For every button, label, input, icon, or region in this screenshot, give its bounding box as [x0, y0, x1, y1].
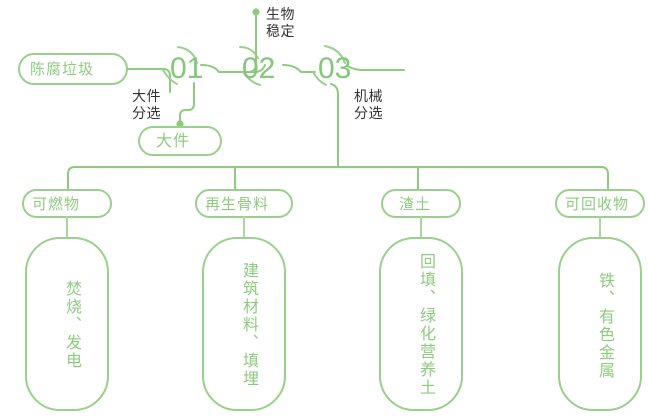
connector-01-to-bulky: [179, 82, 195, 124]
detail-box-outline-2: [379, 237, 463, 411]
detail-box-outline-0: [25, 237, 109, 411]
connector-03-right-tail: [346, 65, 405, 71]
detail-text-0: 焚烧、发电: [63, 280, 80, 370]
output-pill-label-1: 再生骨料: [205, 196, 270, 213]
bulky-output-pill-label: 大件: [156, 133, 191, 150]
connector-source-to-01: [126, 68, 171, 93]
arc-01-bottom-left: [162, 69, 178, 85]
connector-02-to-bio: [247, 13, 257, 73]
output-pill-label-2: 渣土: [399, 196, 432, 213]
stage-number-03: 03: [318, 52, 352, 85]
stage-annotation-01: 大件 分选: [132, 88, 161, 121]
detail-box-outline-1: [202, 237, 286, 411]
detail-box-outline-3: [558, 237, 642, 411]
arc-03-bottom-left: [312, 71, 327, 86]
arc-02-bottom: [242, 71, 261, 86]
detail-text-3: 铁、有色金属: [596, 271, 613, 380]
arc-01-top: [177, 46, 198, 64]
bio-branch-dot: [252, 8, 260, 16]
stage-annotation-02: 生物 稳定: [266, 6, 295, 39]
output-pill-label-0: 可燃物: [32, 196, 81, 213]
stage-annotation-03: 机械 分选: [354, 88, 383, 121]
arc-03-top: [324, 45, 346, 64]
connector-03-to-bus: [330, 83, 339, 168]
stage-number-02: 02: [242, 52, 276, 85]
bulky-pill-outline: [138, 126, 222, 156]
connector-01-to-02: [200, 64, 266, 73]
bulky-branch-dot: [176, 120, 184, 128]
output-pill-label-3: 可回收物: [565, 196, 630, 213]
source-pill-label: 陈腐垃圾: [30, 61, 95, 78]
connector-02-to-03: [282, 64, 316, 73]
stage-number-01: 01: [170, 52, 204, 85]
detail-text-2: 回填、绿化营养土: [417, 252, 434, 397]
detail-text-1: 建筑材料、填埋: [240, 262, 257, 388]
distribution-bus: [67, 166, 609, 191]
